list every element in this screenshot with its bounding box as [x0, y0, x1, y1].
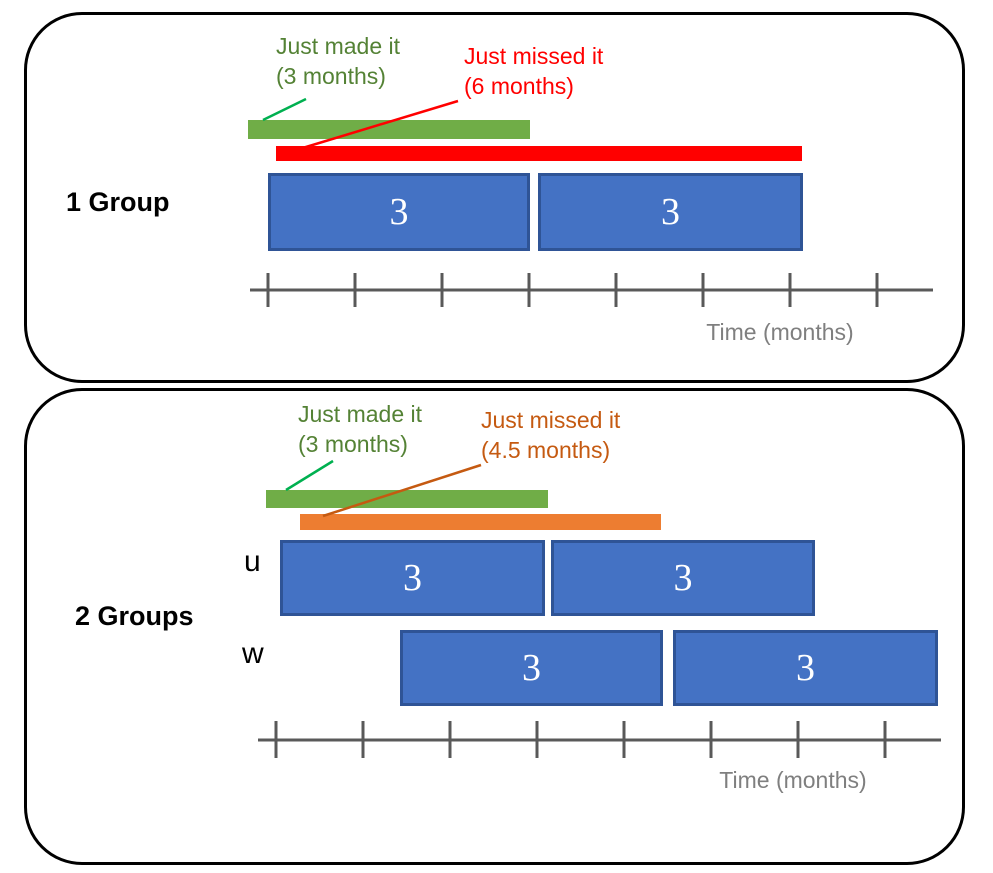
made-duration-bar	[248, 120, 530, 139]
panel-one-group: 1 Group Just made it (3 months) Just mis…	[24, 12, 965, 383]
block-value: 3	[403, 557, 422, 599]
block-value: 3	[673, 557, 693, 599]
made-callout-title: Just made it	[298, 401, 422, 427]
missed-callout-title: Just missed it	[481, 407, 621, 433]
row-label-w: w	[242, 637, 264, 670]
group-count-label: 2 Groups	[75, 601, 194, 631]
group-block: 3	[400, 630, 663, 706]
block-value: 3	[796, 647, 815, 689]
axis-title: Time (months)	[719, 767, 867, 793]
made-callout: Just made it (3 months)	[298, 399, 422, 459]
made-callout-duration: (3 months)	[276, 63, 386, 89]
missed-callout: Just missed it (4.5 months)	[481, 405, 620, 465]
missed-callout-duration: (4.5 months)	[481, 437, 611, 463]
group-block: 3	[268, 173, 530, 251]
missed-duration-bar	[276, 146, 802, 161]
missed-callout-duration: (6 months)	[464, 73, 574, 99]
made-duration-bar	[266, 490, 548, 508]
group-block: 3	[538, 173, 803, 251]
missed-duration-bar	[300, 514, 661, 530]
group-block: 3	[280, 540, 545, 616]
panel-two-groups: 2 Groups Just made it (3 months) Just mi…	[24, 388, 965, 865]
made-callout-line	[262, 97, 307, 122]
made-callout-line	[285, 459, 334, 492]
group-block: 3	[673, 630, 938, 706]
missed-callout-title: Just missed it	[464, 43, 604, 69]
block-value: 3	[389, 191, 409, 233]
group-count-label: 1 Group	[66, 187, 170, 217]
made-callout-title: Just made it	[276, 33, 400, 59]
axis-title: Time (months)	[706, 319, 854, 345]
missed-callout: Just missed it (6 months)	[464, 41, 603, 101]
block-value: 3	[661, 191, 680, 233]
made-callout: Just made it (3 months)	[276, 31, 400, 91]
made-callout-duration: (3 months)	[298, 431, 408, 457]
group-block: 3	[551, 540, 815, 616]
block-value: 3	[522, 647, 541, 689]
row-label-u: u	[244, 545, 261, 578]
